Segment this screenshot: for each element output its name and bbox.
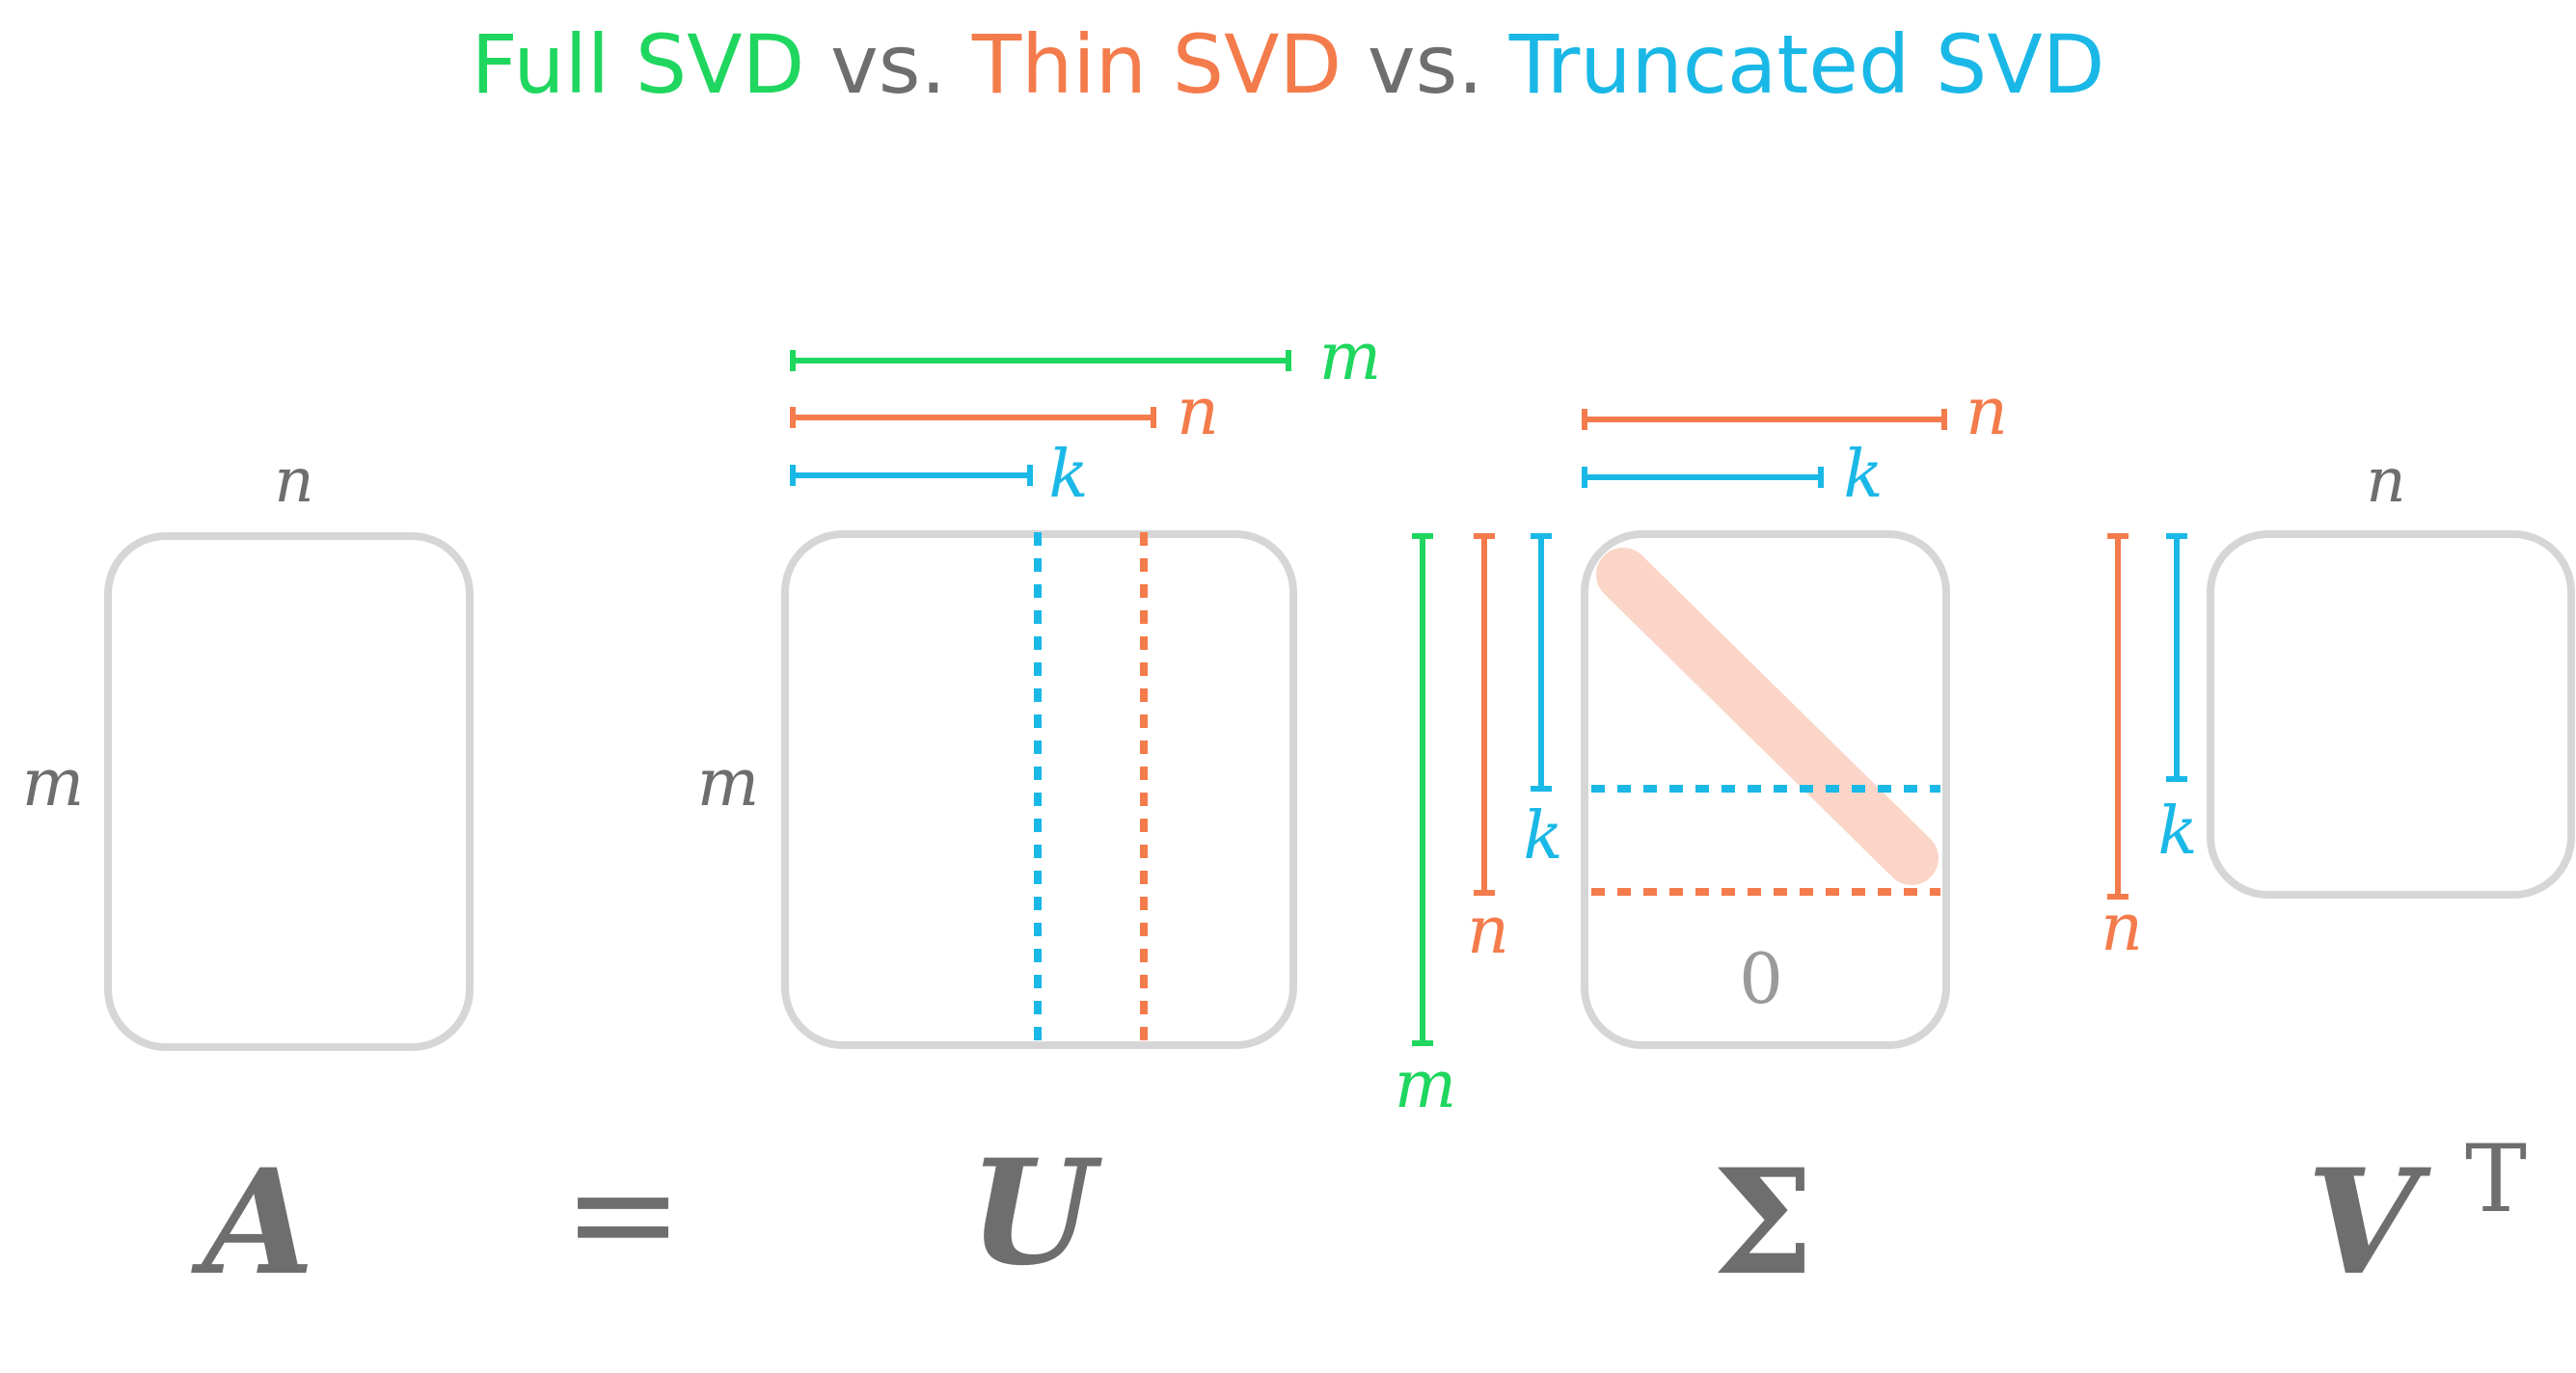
vt-left-n-label: n <box>2101 890 2143 966</box>
title-vs-2: vs. <box>1342 17 1509 112</box>
sigma-left-m-label: m <box>1395 1047 1456 1123</box>
sigma-left-bracket-n <box>1474 533 1495 896</box>
sigma-diagonal <box>1596 548 1939 885</box>
matrix-a-n-label: n <box>274 445 313 517</box>
title-full-svd: Full SVD <box>471 17 805 112</box>
title-truncated-svd: Truncated SVD <box>1508 17 2105 112</box>
vt-left-k-label: k <box>2157 794 2197 870</box>
matrix-u-m-label: m <box>697 745 759 821</box>
matrix-vt-box <box>2207 530 2575 899</box>
sigma-left-k-label: k <box>1523 798 1562 875</box>
u-top-m-label: m <box>1319 319 1381 395</box>
sigma-top-bracket-k <box>1582 467 1824 488</box>
u-top-bracket-k <box>790 465 1033 486</box>
sigma-left-bracket-k <box>1531 533 1552 792</box>
title-thin-svd: Thin SVD <box>971 17 1342 112</box>
vt-left-bracket-n <box>2107 533 2129 900</box>
sigma-zero-label: 0 <box>1739 938 1783 1019</box>
diagram-title: Full SVD vs. Thin SVD vs. Truncated SVD <box>0 17 2576 112</box>
u-top-k-label: k <box>1048 437 1088 513</box>
symbol-a: A <box>191 1138 314 1307</box>
sigma-top-bracket-n <box>1582 409 1947 430</box>
sigma-top-k-label: k <box>1843 437 1883 513</box>
sigma-top-n-label: n <box>1966 374 2008 450</box>
symbol-u: U <box>969 1128 1103 1298</box>
symbol-equals: = <box>562 1130 684 1298</box>
matrix-a-box <box>104 532 474 1051</box>
symbol-v: V <box>2307 1138 2432 1307</box>
sigma-left-n-label: n <box>1467 893 1509 969</box>
symbol-transpose: T <box>2465 1125 2527 1233</box>
matrix-a-m-label: m <box>22 745 84 821</box>
u-top-bracket-n <box>790 407 1156 428</box>
symbol-sigma: Σ <box>1712 1138 1814 1307</box>
sigma-left-bracket-m <box>1412 533 1433 1046</box>
u-top-bracket-m <box>790 350 1291 371</box>
vt-left-bracket-k <box>2166 533 2187 782</box>
u-top-n-label: n <box>1177 374 1219 450</box>
matrix-vt-n-label: n <box>2366 445 2405 517</box>
matrix-sigma-box <box>1581 530 1950 1049</box>
title-vs-1: vs. <box>804 17 972 112</box>
